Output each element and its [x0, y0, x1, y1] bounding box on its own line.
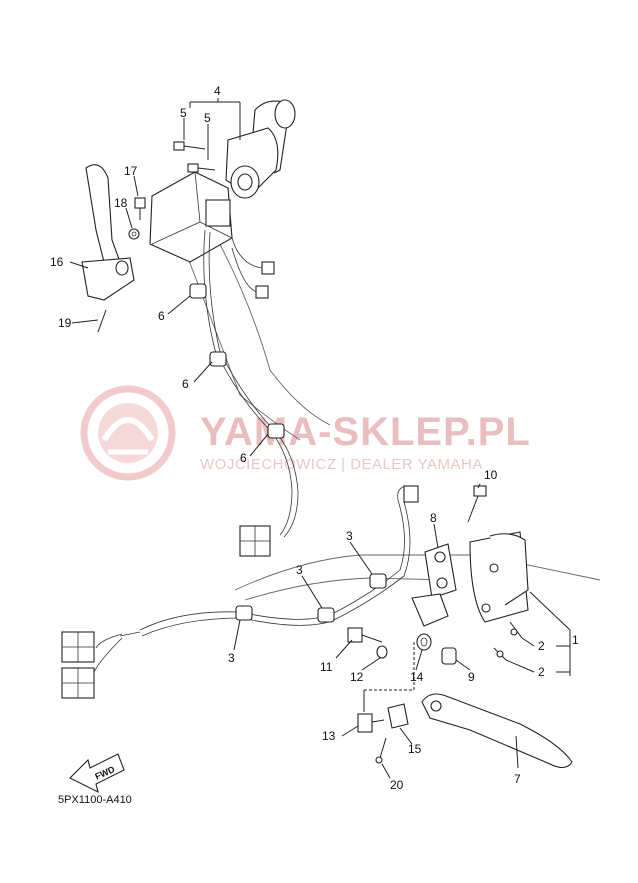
watermark: YAMA-SKLEP.PL WOJCIECHOWICZ | DEALER YAM… [80, 385, 531, 481]
callout-10: 10 [484, 468, 498, 482]
callout-20: 19 [58, 316, 72, 330]
screw-20-icon [97, 309, 107, 333]
callout-17: 16 [50, 255, 64, 269]
callout-1: 1 [572, 633, 579, 647]
clamp-3c-icon [369, 573, 387, 589]
callout-3a: 3 [346, 529, 353, 543]
callout-6b: 6 [182, 377, 189, 391]
watermark-title: YAMA-SKLEP.PL [200, 410, 531, 454]
callout-5a: 5 [180, 106, 187, 120]
yamaha-logo-icon [80, 385, 176, 481]
callout-5b: 5 [204, 111, 211, 125]
screw-5b-icon [187, 163, 216, 173]
diagram-code: 5PX1100-A410 [58, 794, 132, 806]
switch-13-icon [357, 713, 385, 733]
bolt-10-icon [467, 485, 487, 523]
nut-19-icon [128, 228, 140, 240]
washer-12-icon [376, 645, 388, 659]
connector-right-a-icon [61, 631, 95, 663]
bolt-11-icon [347, 627, 383, 643]
screw-2a-icon [509, 621, 523, 639]
callout-4: 4 [214, 84, 221, 98]
bracket-15-icon [387, 703, 409, 729]
callout-labels: 4 5 5 17 18 16 19 6 6 6 10 8 3 3 3 1 2 2… [50, 84, 579, 792]
watermark-subtitle: WOJCIECHOWICZ | DEALER YAMAHA [200, 456, 483, 473]
callout-9: 9 [468, 670, 475, 684]
callout-3c: 3 [228, 651, 235, 665]
right-lever-assembly [347, 627, 573, 769]
screw-16-icon [375, 737, 387, 764]
collar-9-icon [441, 647, 457, 665]
callout-13: 13 [322, 729, 336, 743]
left-switch-assembly [149, 99, 296, 299]
clamp-3a-icon [235, 605, 253, 621]
callout-12: 12 [350, 670, 364, 684]
clamp-6b-icon [209, 351, 227, 367]
connector-top-icon [403, 485, 419, 503]
callout-2b: 2 [538, 665, 545, 679]
callout-3b: 3 [296, 563, 303, 577]
clamp-6c-icon [267, 423, 285, 439]
callout-19: 18 [114, 196, 128, 210]
callout-6a: 6 [158, 309, 165, 323]
screw-5a-icon [173, 141, 206, 151]
callout-11: 11 [320, 660, 333, 674]
clamp-6a-icon [189, 283, 207, 299]
leader-lines [69, 98, 571, 779]
callout-18: 17 [124, 164, 138, 178]
callout-16: 20 [390, 778, 404, 792]
fwd-arrow-icon: FWD [69, 753, 125, 794]
callout-15: 15 [408, 742, 422, 756]
callout-6c: 6 [240, 451, 247, 465]
right-switch-assembly [411, 485, 529, 661]
nut-14-icon [416, 633, 432, 651]
clamp-3b-icon [317, 607, 335, 623]
left-lever-assembly [81, 164, 146, 333]
connector-right-b-icon [61, 667, 95, 699]
callout-7: 7 [514, 772, 521, 786]
left-harness [189, 229, 299, 557]
bolt-18-icon [134, 197, 146, 220]
callout-8: 8 [430, 511, 437, 525]
callout-2a: 2 [538, 639, 545, 653]
right-harness [61, 485, 419, 699]
callout-14: 14 [410, 670, 424, 684]
screw-2b-icon [493, 647, 507, 661]
connector-left-icon [239, 525, 271, 557]
